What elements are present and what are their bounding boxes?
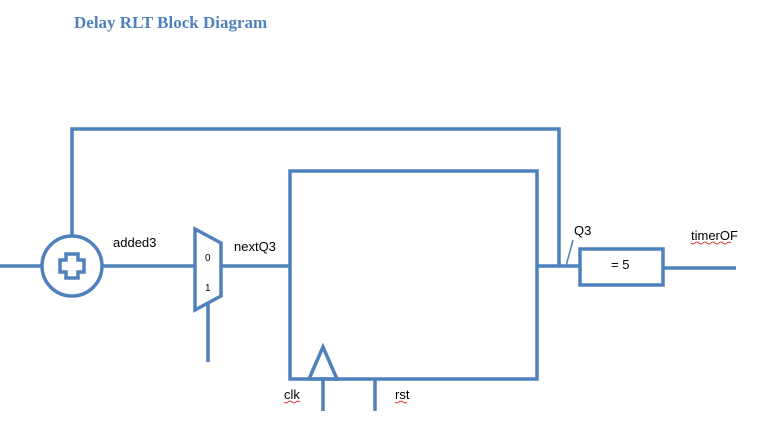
- rst-label: rst: [395, 387, 410, 402]
- register-block: [288, 169, 539, 381]
- mux-input-0: 0: [205, 253, 211, 264]
- timerOF-label: timerOF: [691, 228, 738, 243]
- adder-block: [40, 234, 104, 298]
- mux-block: 0 1: [193, 226, 223, 313]
- feedback-wire: [70, 127, 561, 266]
- added3-label: added3: [113, 235, 156, 250]
- q3-label: Q3: [574, 223, 591, 238]
- comparator-text: = 5: [611, 257, 629, 272]
- q3-pointer: [565, 239, 574, 267]
- clk-label: clk: [284, 387, 300, 402]
- mux-input-1: 1: [205, 283, 211, 294]
- clock-triangle: [306, 342, 340, 381]
- plus-icon: [58, 252, 86, 280]
- nextQ3-label: nextQ3: [234, 239, 276, 254]
- diagram-title: Delay RLT Block Diagram: [74, 13, 268, 32]
